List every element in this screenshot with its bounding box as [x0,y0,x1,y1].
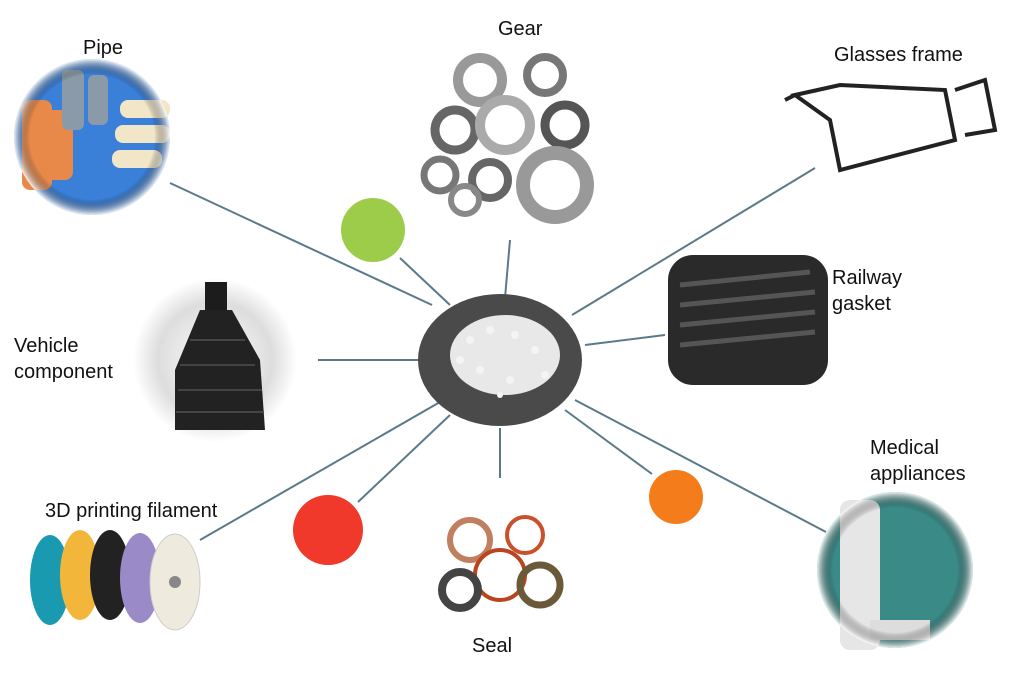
vehicle-component-image [133,278,297,442]
filament-image [30,530,201,631]
glasses-image [784,77,998,173]
green-dot [341,198,405,262]
orange-dot [649,470,703,524]
line-railway [584,334,666,346]
connector-lines [169,167,827,541]
line-green-dot [399,257,451,306]
label-line: Medical [870,437,939,459]
label-line: component [14,361,113,383]
label-line: appliances [870,463,966,485]
seal-image [438,503,564,627]
line-orange-dot [564,409,653,475]
label-line: Railway [832,267,903,289]
label-railway-gasket: Railway gasket [832,265,902,317]
label-vehicle-component: Vehicle component [14,333,113,385]
medical-appliance-image [817,492,973,650]
line-filament [199,401,441,541]
label-line: gasket [832,293,891,315]
line-red-dot [357,414,451,503]
label-seal: Seal [472,635,513,657]
line-pipe [169,182,433,306]
railway-gasket-image [668,255,828,385]
label-line: Vehicle [14,335,79,357]
red-dot [293,495,363,565]
label-gear: Gear [498,18,543,40]
line-glasses [571,167,816,316]
pipe-image [14,59,170,215]
gear-image [415,40,605,230]
label-3d-printing-filament: 3D printing filament [45,500,218,522]
label-glasses-frame: Glasses frame [834,44,963,66]
label-pipe: Pipe [83,37,124,59]
center-granules [418,294,582,426]
label-medical-appliances: Medical appliances [870,435,966,487]
line-gear [504,239,511,299]
line-medical [574,399,827,533]
